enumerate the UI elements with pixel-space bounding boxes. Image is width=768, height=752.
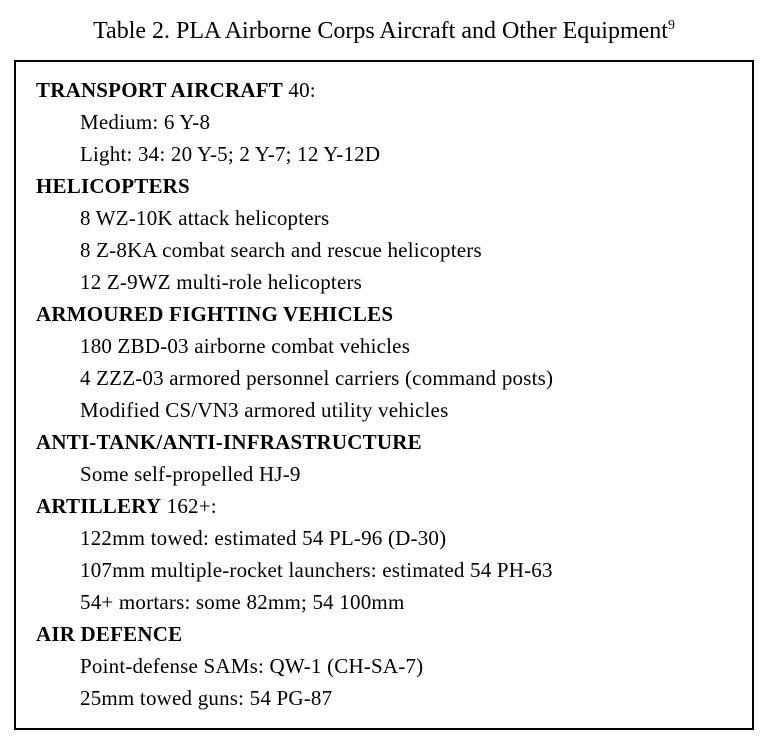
section-heading-label: AIR DEFENCE xyxy=(36,622,183,646)
section-heading: HELICOPTERS xyxy=(36,170,734,202)
section-heading-label: ARTILLERY xyxy=(36,494,162,518)
section-heading: TRANSPORT AIRCRAFT 40: xyxy=(36,74,734,106)
equipment-item: 4 ZZZ-03 armored personnel carriers (com… xyxy=(80,366,554,390)
equipment-item: 25mm towed guns: 54 PG-87 xyxy=(80,686,333,710)
equipment-item: Modified CS/VN3 armored utility vehicles xyxy=(80,398,449,422)
equipment-item: 54+ mortars: some 82mm; 54 100mm xyxy=(80,590,405,614)
equipment-item: 8 Z-8KA combat search and rescue helicop… xyxy=(80,238,482,262)
section-heading: ARTILLERY 162+: xyxy=(36,490,734,522)
section-heading: ARMOURED FIGHTING VEHICLES xyxy=(36,298,734,330)
equipment-item: 122mm towed: estimated 54 PL-96 (D-30) xyxy=(80,526,447,550)
equipment-item: Light: 34: 20 Y-5; 2 Y-7; 12 Y-12D xyxy=(80,142,381,166)
table-caption-text: Table 2. PLA Airborne Corps Aircraft and… xyxy=(93,18,668,44)
section-heading-label: ANTI-TANK/ANTI-INFRASTRUCTURE xyxy=(36,430,422,454)
section-heading: AIR DEFENCE xyxy=(36,618,734,650)
footnote-reference: 9 xyxy=(667,18,675,33)
section-heading: ANTI-TANK/ANTI-INFRASTRUCTURE xyxy=(36,426,734,458)
table-caption: Table 2. PLA Airborne Corps Aircraft and… xyxy=(10,16,758,46)
equipment-item: Point-defense SAMs: QW-1 (CH-SA-7) xyxy=(80,654,424,678)
section-heading-count: 40: xyxy=(282,78,316,102)
section-heading-label: HELICOPTERS xyxy=(36,174,190,198)
equipment-item: Some self-propelled HJ-9 xyxy=(80,462,301,486)
equipment-item: 12 Z-9WZ multi-role helicopters xyxy=(80,270,363,294)
equipment-item: 8 WZ-10K attack helicopters xyxy=(80,206,330,230)
equipment-item: Medium: 6 Y-8 xyxy=(80,110,211,134)
section-heading-label: TRANSPORT AIRCRAFT xyxy=(36,78,283,102)
equipment-item: 107mm multiple-rocket launchers: estimat… xyxy=(80,558,553,582)
equipment-item: 180 ZBD-03 airborne combat vehicles xyxy=(80,334,411,358)
section-heading-count: 162+: xyxy=(161,494,217,518)
section-heading-label: ARMOURED FIGHTING VEHICLES xyxy=(36,302,394,326)
